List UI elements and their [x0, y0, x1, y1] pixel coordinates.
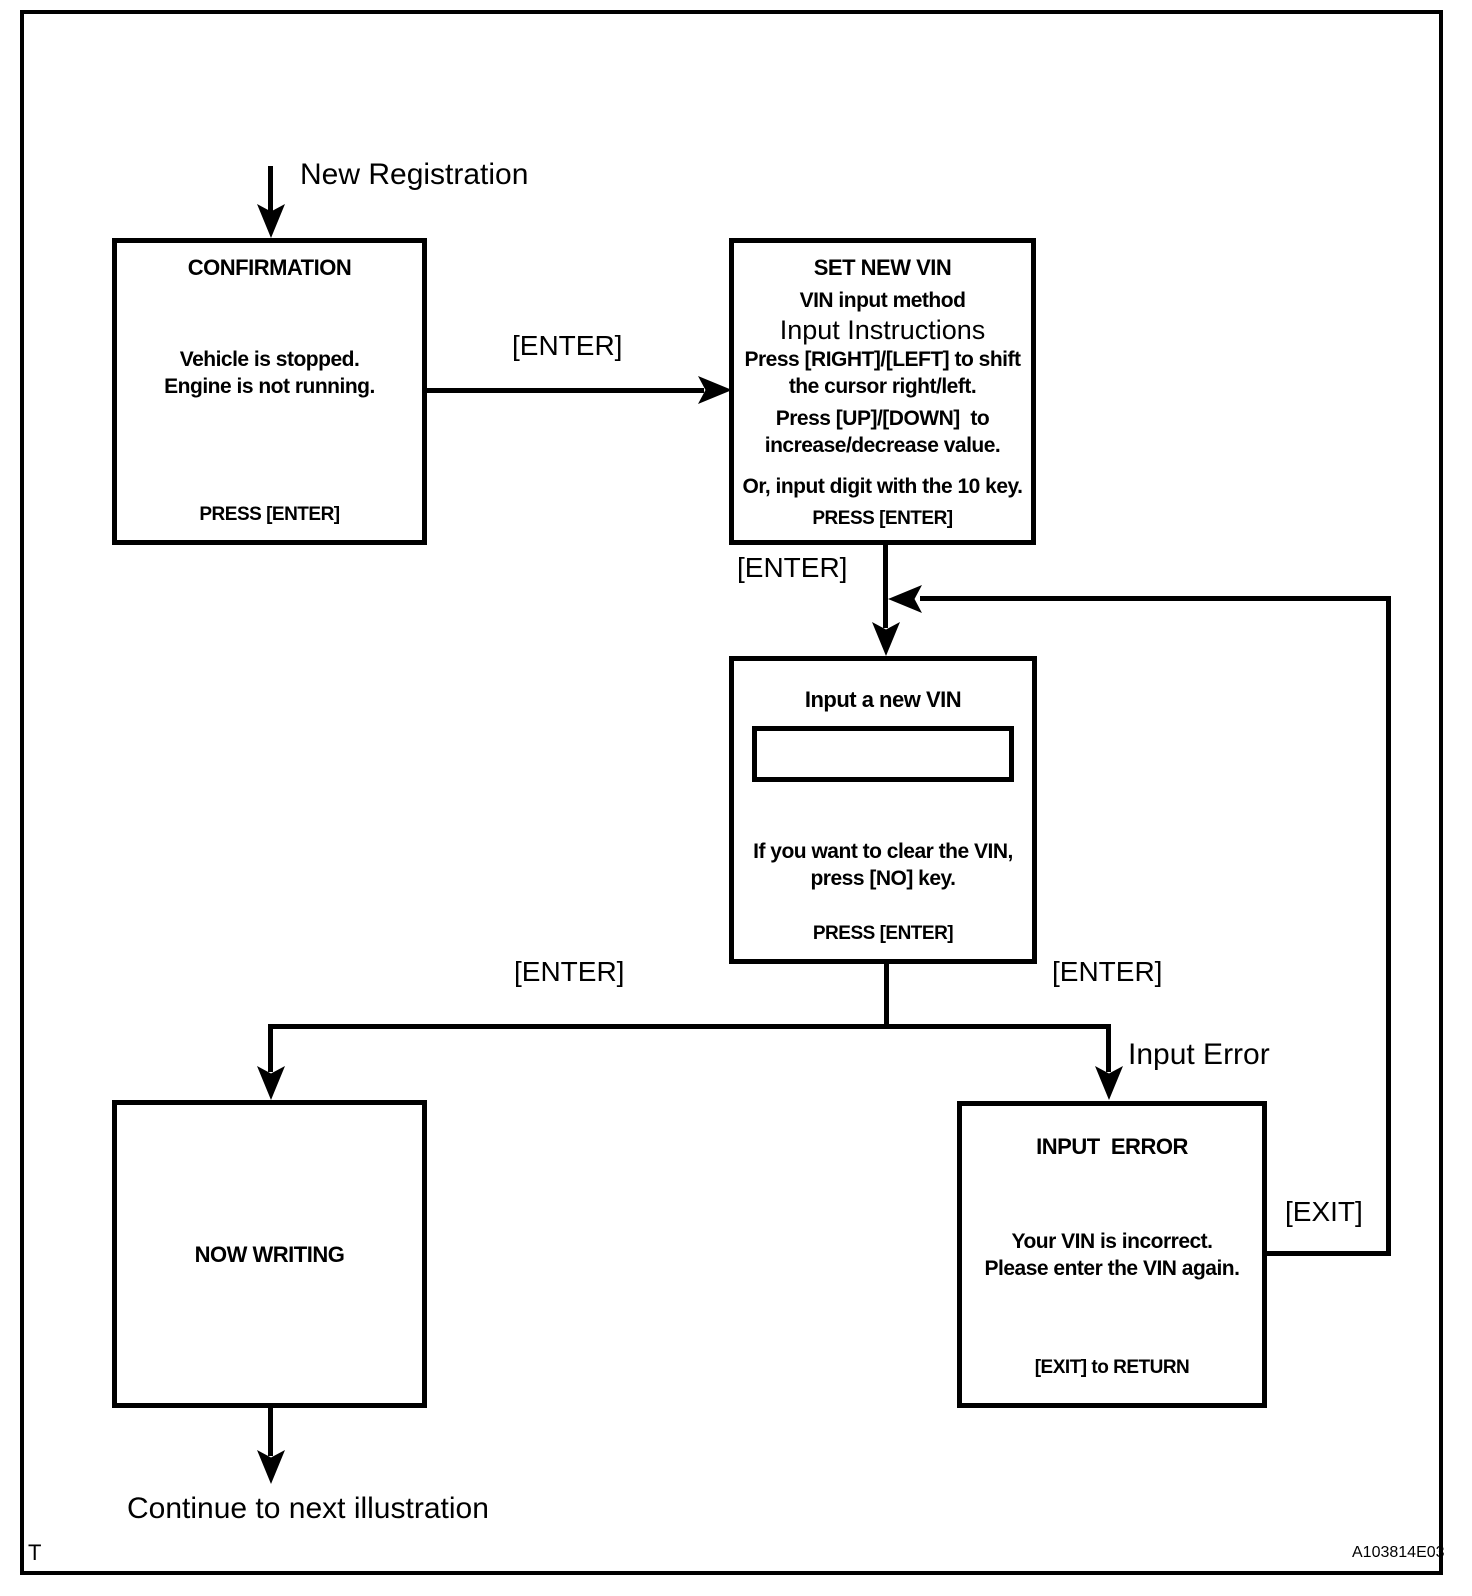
node-set-new-vin-title: SET NEW VIN	[813, 255, 952, 280]
node-input-error-footer: [EXIT] to RETURN	[1034, 1357, 1190, 1378]
page-corner-mark: T	[28, 1540, 42, 1565]
label-enter-left: [ENTER]	[514, 956, 625, 987]
node-confirmation-line: Engine is not running.	[164, 375, 375, 398]
node-input-error-title: INPUT ERROR	[1036, 1134, 1188, 1159]
node-input-error: INPUT ERROR Your VIN is incorrect. Pleas…	[957, 1101, 1267, 1408]
node-input-vin: Input a new VIN If you want to clear the…	[729, 656, 1037, 964]
node-set-new-vin-subtitle: VIN input method	[799, 289, 966, 312]
node-input-vin-footer: PRESS [ENTER]	[812, 923, 954, 944]
figure-id: A103814E03	[1352, 1544, 1445, 1561]
label-enter-right: [ENTER]	[1052, 956, 1163, 987]
node-now-writing-title: NOW WRITING	[194, 1241, 345, 1267]
node-set-new-vin-line: the cursor right/left.	[788, 375, 977, 398]
node-input-vin-line: press [NO] key.	[810, 867, 956, 890]
label-continue: Continue to next illustration	[127, 1492, 489, 1525]
arrow-continue-shaft	[268, 1408, 273, 1456]
branch-left-drop	[268, 1024, 273, 1072]
branch-stem	[884, 964, 889, 1028]
return-line-horizontal-bottom	[1267, 1251, 1391, 1256]
label-new-registration: New Registration	[300, 158, 529, 191]
branch-horizontal	[268, 1024, 1111, 1029]
label-enter-mid: [ENTER]	[737, 552, 848, 583]
node-input-error-line: Your VIN is incorrect.	[1011, 1230, 1214, 1253]
node-set-new-vin-line: Press [RIGHT]/[LEFT] to shift	[744, 348, 1022, 371]
arrow-enter1-shaft	[427, 388, 704, 393]
node-confirmation-footer: PRESS [ENTER]	[199, 504, 340, 525]
node-input-vin-line: If you want to clear the VIN,	[753, 840, 1013, 863]
node-now-writing: NOW WRITING	[112, 1100, 427, 1408]
page-border	[20, 10, 1443, 1575]
node-set-new-vin-line: Or, input digit with the 10 key.	[742, 475, 1023, 498]
label-enter-top: [ENTER]	[512, 330, 623, 361]
node-set-new-vin-line: increase/decrease value.	[764, 434, 1001, 457]
node-input-error-line: Please enter the VIN again.	[984, 1257, 1240, 1280]
node-confirmation: CONFIRMATION Vehicle is stopped. Engine …	[112, 238, 427, 545]
label-exit: [EXIT]	[1285, 1196, 1363, 1227]
branch-right-drop	[1106, 1024, 1111, 1072]
arrow-entry-shaft	[268, 166, 273, 214]
label-input-error: Input Error	[1128, 1038, 1270, 1071]
node-confirmation-line: Vehicle is stopped.	[179, 348, 360, 371]
return-line-horizontal-top	[920, 596, 1391, 601]
node-input-vin-title: Input a new VIN	[804, 687, 962, 712]
node-set-new-vin-heading: Input Instructions	[779, 315, 986, 345]
arrow-enter2-shaft	[883, 545, 888, 628]
vin-input-field	[752, 726, 1014, 782]
node-set-new-vin-line: Press [UP]/[DOWN] to	[775, 407, 990, 430]
node-confirmation-title: CONFIRMATION	[187, 255, 352, 280]
node-set-new-vin-footer: PRESS [ENTER]	[812, 508, 953, 529]
return-line-vertical	[1386, 596, 1391, 1256]
node-set-new-vin: SET NEW VIN VIN input method Input Instr…	[729, 238, 1036, 545]
